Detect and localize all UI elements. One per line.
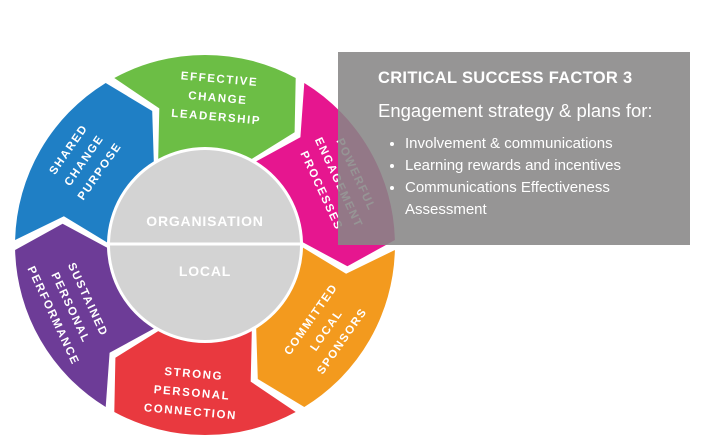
- hub: ORGANISATION LOCAL: [108, 150, 302, 340]
- list-item: Involvement & communications: [405, 133, 674, 155]
- wheel-segment: [15, 223, 154, 407]
- hub-label-organisation: ORGANISATION: [146, 213, 263, 229]
- panel-title: CRITICAL SUCCESS FACTOR 3: [378, 69, 633, 87]
- segment-label: CHANGE: [188, 90, 248, 107]
- success-factor-panel: CRITICAL SUCCESS FACTOR 3 Engagement str…: [338, 52, 690, 245]
- wheel-segment: [15, 83, 154, 243]
- hub-label-local: LOCAL: [179, 263, 231, 279]
- list-item: Learning rewards and incentives: [405, 155, 674, 177]
- wheel-segment: [114, 331, 296, 436]
- list-item: Communications Effectiveness Assessment: [405, 177, 674, 221]
- panel-list: Involvement & communications Learning re…: [378, 133, 674, 221]
- panel-subtitle: Engagement strategy & plans for:: [378, 100, 653, 121]
- wheel-segment: [256, 247, 395, 407]
- wheel-segment: [114, 54, 296, 159]
- segment-label: STRONG: [164, 366, 224, 383]
